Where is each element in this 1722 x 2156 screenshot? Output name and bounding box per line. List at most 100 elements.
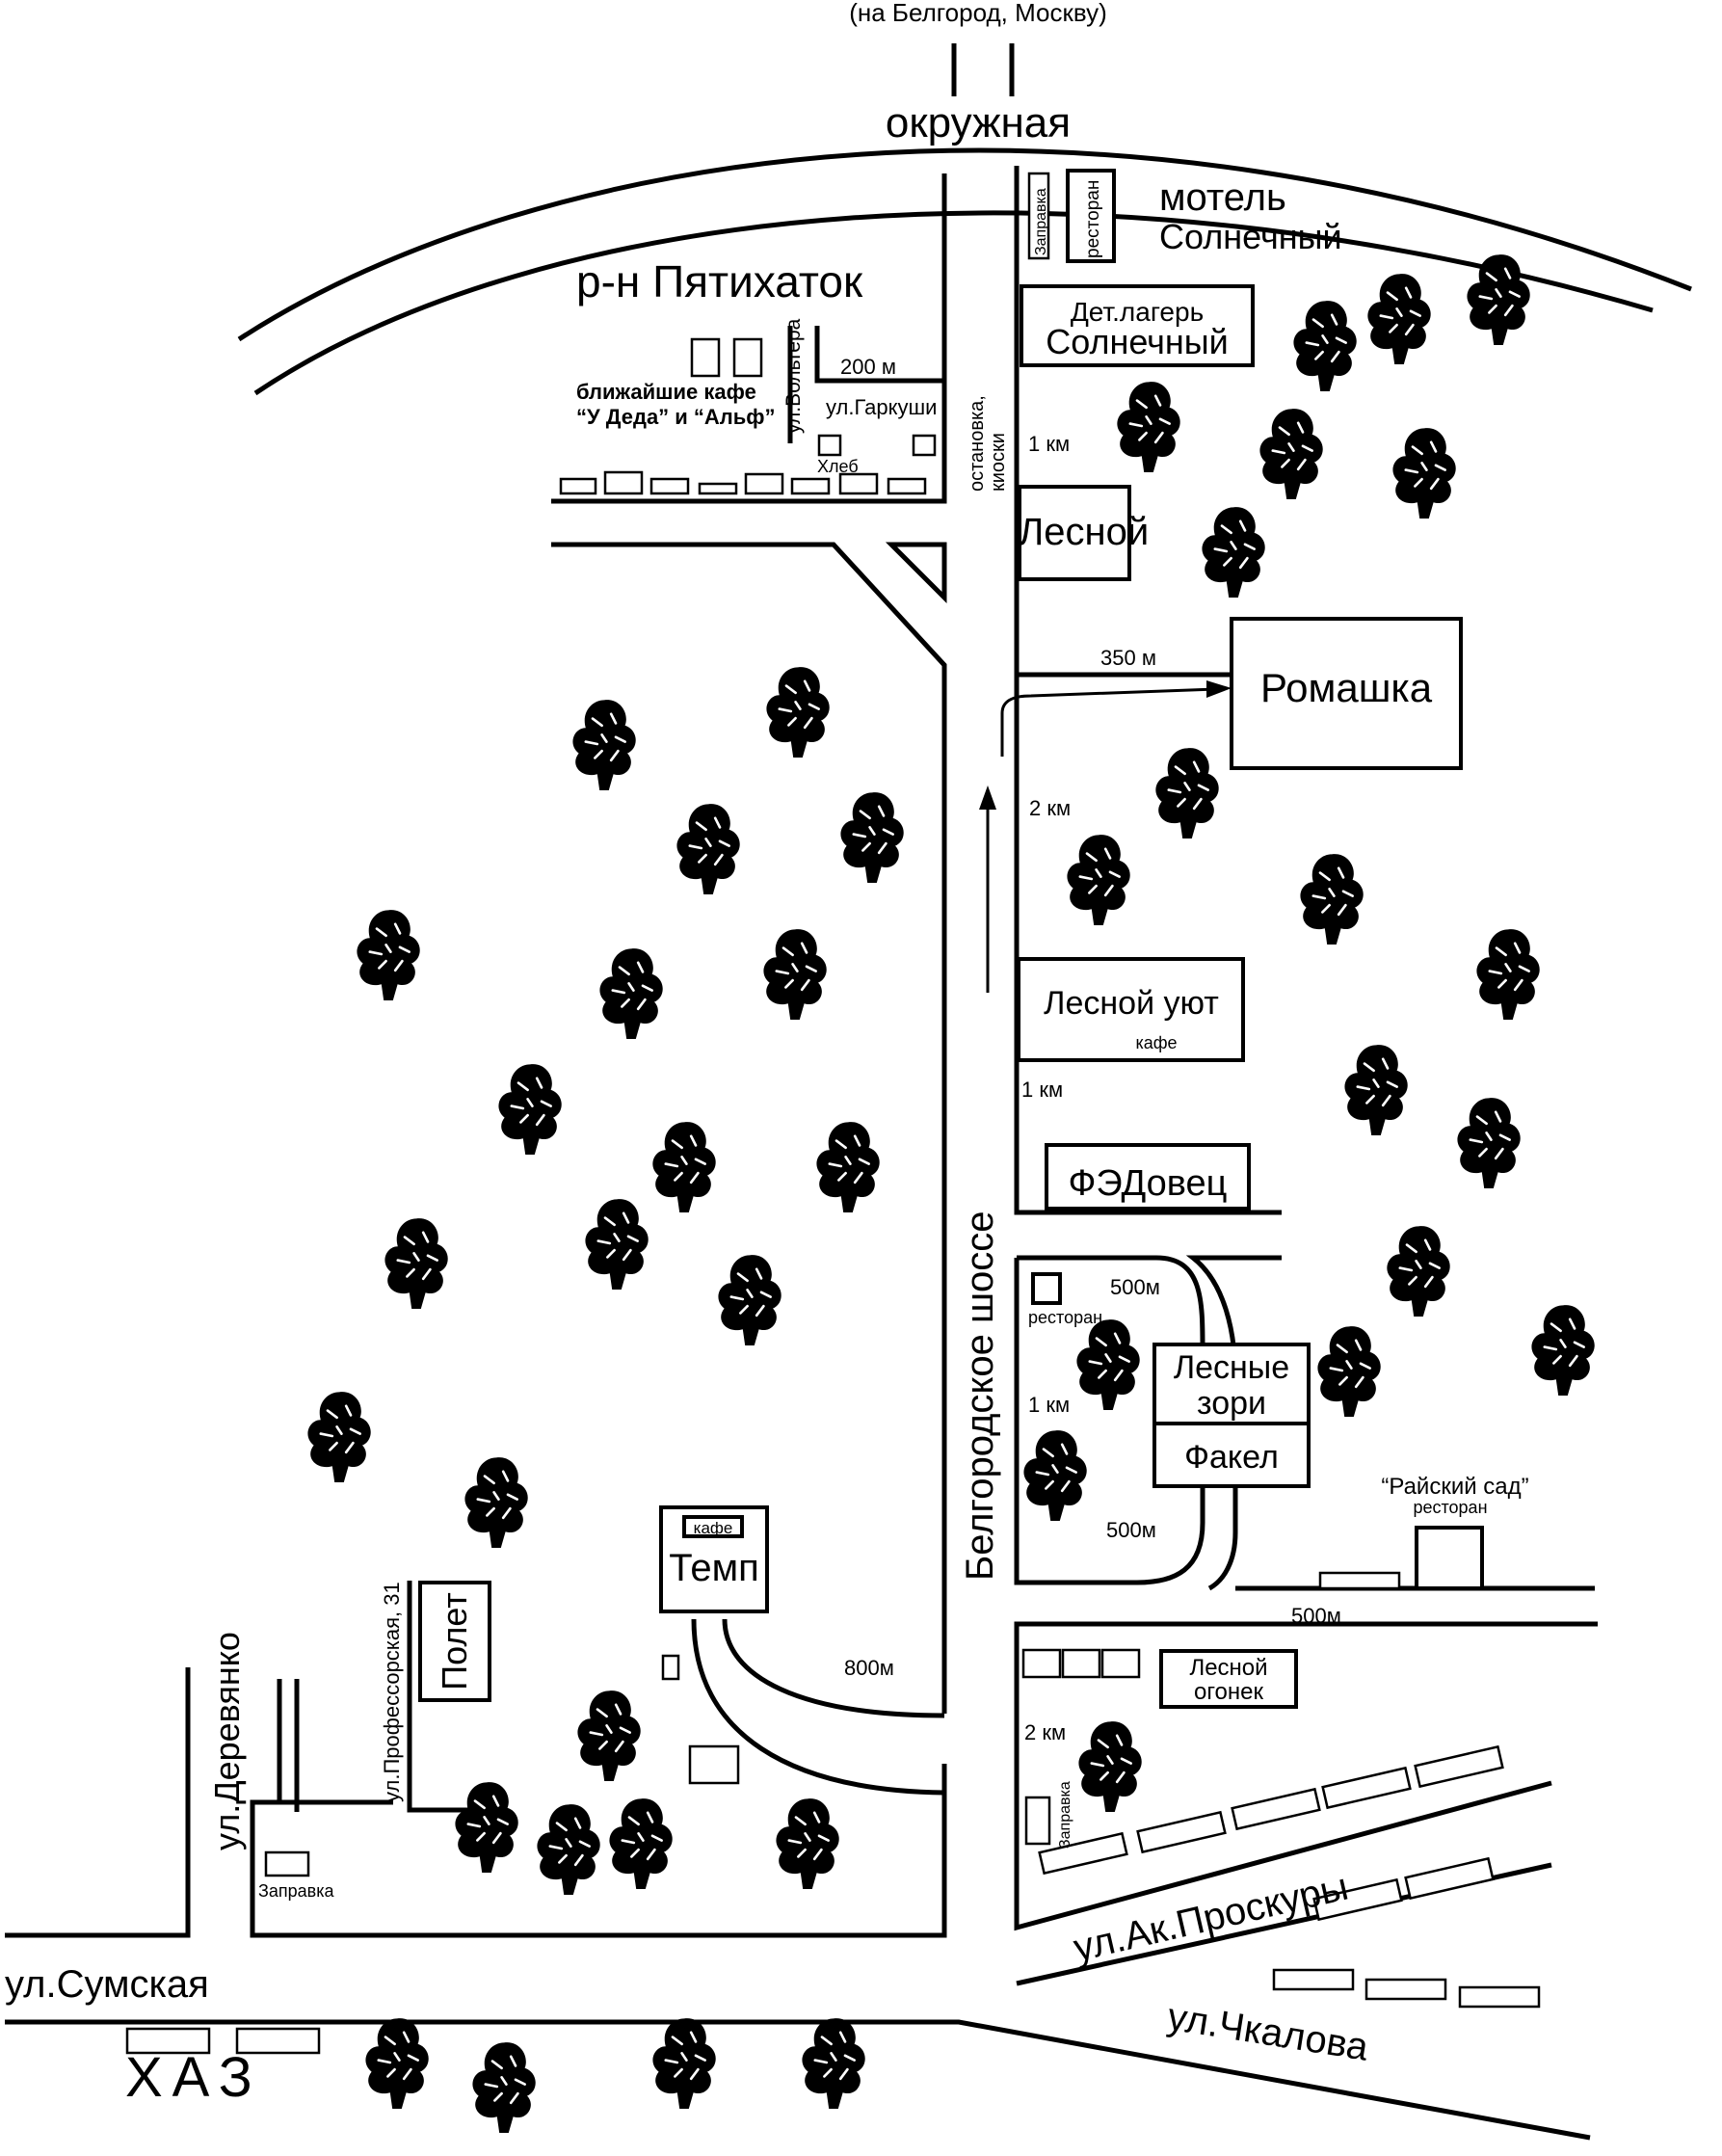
distance-1km-c: 1 км: [1028, 1393, 1070, 1417]
distance-1km-b: 1 км: [1021, 1078, 1063, 1102]
highway-east-mid: [1014, 675, 1282, 1215]
lesnoy-label: Лесной: [1019, 511, 1149, 553]
raysky-sad-annex: [1318, 1571, 1401, 1590]
house-7: [838, 472, 879, 495]
derevyanko-street-label: ул.Деревянко: [207, 1632, 247, 1850]
haz-building-2: [235, 2027, 321, 2055]
ring-road-inner: [253, 210, 1654, 396]
lesnoy-ogonek-label-1: Лесной: [1189, 1655, 1267, 1681]
house-5: [744, 472, 784, 495]
bread-label: Хлеб: [817, 457, 859, 476]
distance-500m-a: 500м: [1110, 1275, 1160, 1299]
nearest-cafe-label-2: “У Деда” и “Альф”: [576, 405, 776, 429]
distance-500m-b: 500м: [1106, 1518, 1156, 1542]
lesnoy-ogonek-building: [1159, 1649, 1298, 1709]
west-gas-label: Заправка: [258, 1881, 334, 1901]
temp-access-road-outer: [691, 1618, 945, 1796]
direction-note: (на Белгород, Москву): [849, 0, 1107, 27]
motel-gas-label: Заправка: [1033, 188, 1049, 255]
garkushi-street: [814, 326, 944, 384]
temp-shed: [661, 1654, 680, 1681]
garkushi-street-label: ул.Гаркуши: [826, 395, 937, 419]
south-east-block: [1014, 1621, 1598, 1931]
distance-800m: 800м: [844, 1656, 894, 1680]
house-1: [559, 477, 597, 495]
fedovets-building: [1045, 1143, 1251, 1211]
belgorod-highway-label: Белгородское шоссе: [959, 1211, 1001, 1581]
nearest-cafe-label-1: ближайшие кафе: [576, 380, 756, 404]
fedovets-label: ФЭДовец: [1069, 1163, 1228, 1204]
raysky-sad-sub-label: ресторан: [1413, 1498, 1487, 1517]
ring-road-label: окружная: [886, 99, 1071, 146]
forest-bottom-edge: [250, 1764, 947, 1938]
motel-gas-station: [1027, 172, 1050, 260]
lesnye-zori-label-2: зори: [1197, 1385, 1266, 1422]
temp-label: Темп: [669, 1547, 759, 1589]
fakel-building: [1152, 1422, 1311, 1488]
distance-2km-b: 2 км: [1024, 1720, 1066, 1744]
small-restaurant: [1031, 1272, 1062, 1305]
distance-200m: 200 м: [840, 355, 896, 379]
west-gas-station: [264, 1850, 310, 1877]
district-label: р-н Пятихаток: [576, 256, 863, 306]
junction-island: [885, 542, 947, 604]
kiosk-2: [912, 434, 937, 457]
motel-label-2: Солнечный: [1159, 217, 1342, 256]
polet-building: [418, 1581, 491, 1702]
east-house-2: [1061, 1648, 1101, 1679]
east-house-3: [1100, 1648, 1141, 1679]
house-2: [603, 470, 644, 495]
small-restaurant-label: ресторан: [1028, 1308, 1102, 1327]
raysky-sad-label: “Райский сад”: [1381, 1474, 1528, 1500]
distance-350m: 350 м: [1100, 646, 1156, 670]
house-3: [649, 477, 690, 495]
pyatikhatki-right-edge: [551, 173, 947, 504]
highway-west-edge: [551, 542, 947, 1714]
lesnoy-building: [1018, 485, 1131, 581]
kiosk-1: [817, 434, 842, 457]
camp-label-2: Солнечный: [1046, 322, 1229, 361]
romashka-building: [1230, 617, 1463, 770]
east-gas-station: [1024, 1796, 1051, 1846]
house-6: [790, 477, 831, 495]
house-8: [887, 477, 927, 495]
children-camp: [1020, 284, 1255, 367]
sumskaya-south-edge: [5, 2019, 1591, 2141]
motel-restaurant: [1066, 169, 1116, 263]
professorskaya-east: [407, 1581, 470, 1813]
ring-road-outer: [237, 147, 1692, 342]
cafe-building-1: [690, 337, 721, 378]
east-gas-label: Заправка: [1057, 1781, 1073, 1849]
distance-2km-a: 2 км: [1029, 796, 1071, 820]
house-4: [698, 482, 738, 495]
stop-label-1: остановка,: [967, 395, 988, 492]
lesnoy-ogonek-label-2: огонек: [1194, 1679, 1264, 1705]
chkalova-street-label: ул.Чкалова: [1165, 1995, 1372, 2068]
sumskaya-street-label: ул.Сумская: [5, 1963, 209, 2006]
haz-building-1: [125, 2027, 211, 2055]
stop-label-2: киоски: [988, 433, 1009, 492]
motel-label-1: мотель: [1159, 176, 1286, 219]
raysky-sad-building: [1415, 1526, 1484, 1590]
haz-label: ХАЗ: [125, 2046, 262, 2109]
temp-access-road-inner: [722, 1618, 945, 1718]
proskury-houses: [1038, 1744, 1541, 2009]
voltera-street-label: ул.Вольтера: [782, 318, 805, 434]
cafe-building-2: [732, 337, 763, 378]
motel-restaurant-label: ресторан: [1083, 180, 1103, 258]
arrow-icon: [979, 680, 1232, 993]
lesnoy-uyut-cafe-label: кафе: [1135, 1033, 1177, 1052]
tree-icon: [306, 253, 1597, 2135]
fakel-label: Факел: [1184, 1439, 1279, 1476]
distance-500m-c: 500м: [1291, 1604, 1341, 1628]
romashka-label: Ромашка: [1260, 665, 1433, 710]
east-house-1: [1021, 1648, 1062, 1679]
sumskaya-north-edge: [5, 1667, 191, 1938]
lesnoy-uyut-label: Лесной уют: [1044, 985, 1219, 1022]
temp-cafe: [682, 1515, 744, 1538]
distance-1km-a: 1 км: [1028, 432, 1070, 456]
lesnye-zori-label-1: Лесные: [1174, 1349, 1289, 1386]
polet-label: Полет: [435, 1592, 474, 1690]
professorskaya-street-label: ул.Профессорская, 31: [380, 1582, 404, 1802]
